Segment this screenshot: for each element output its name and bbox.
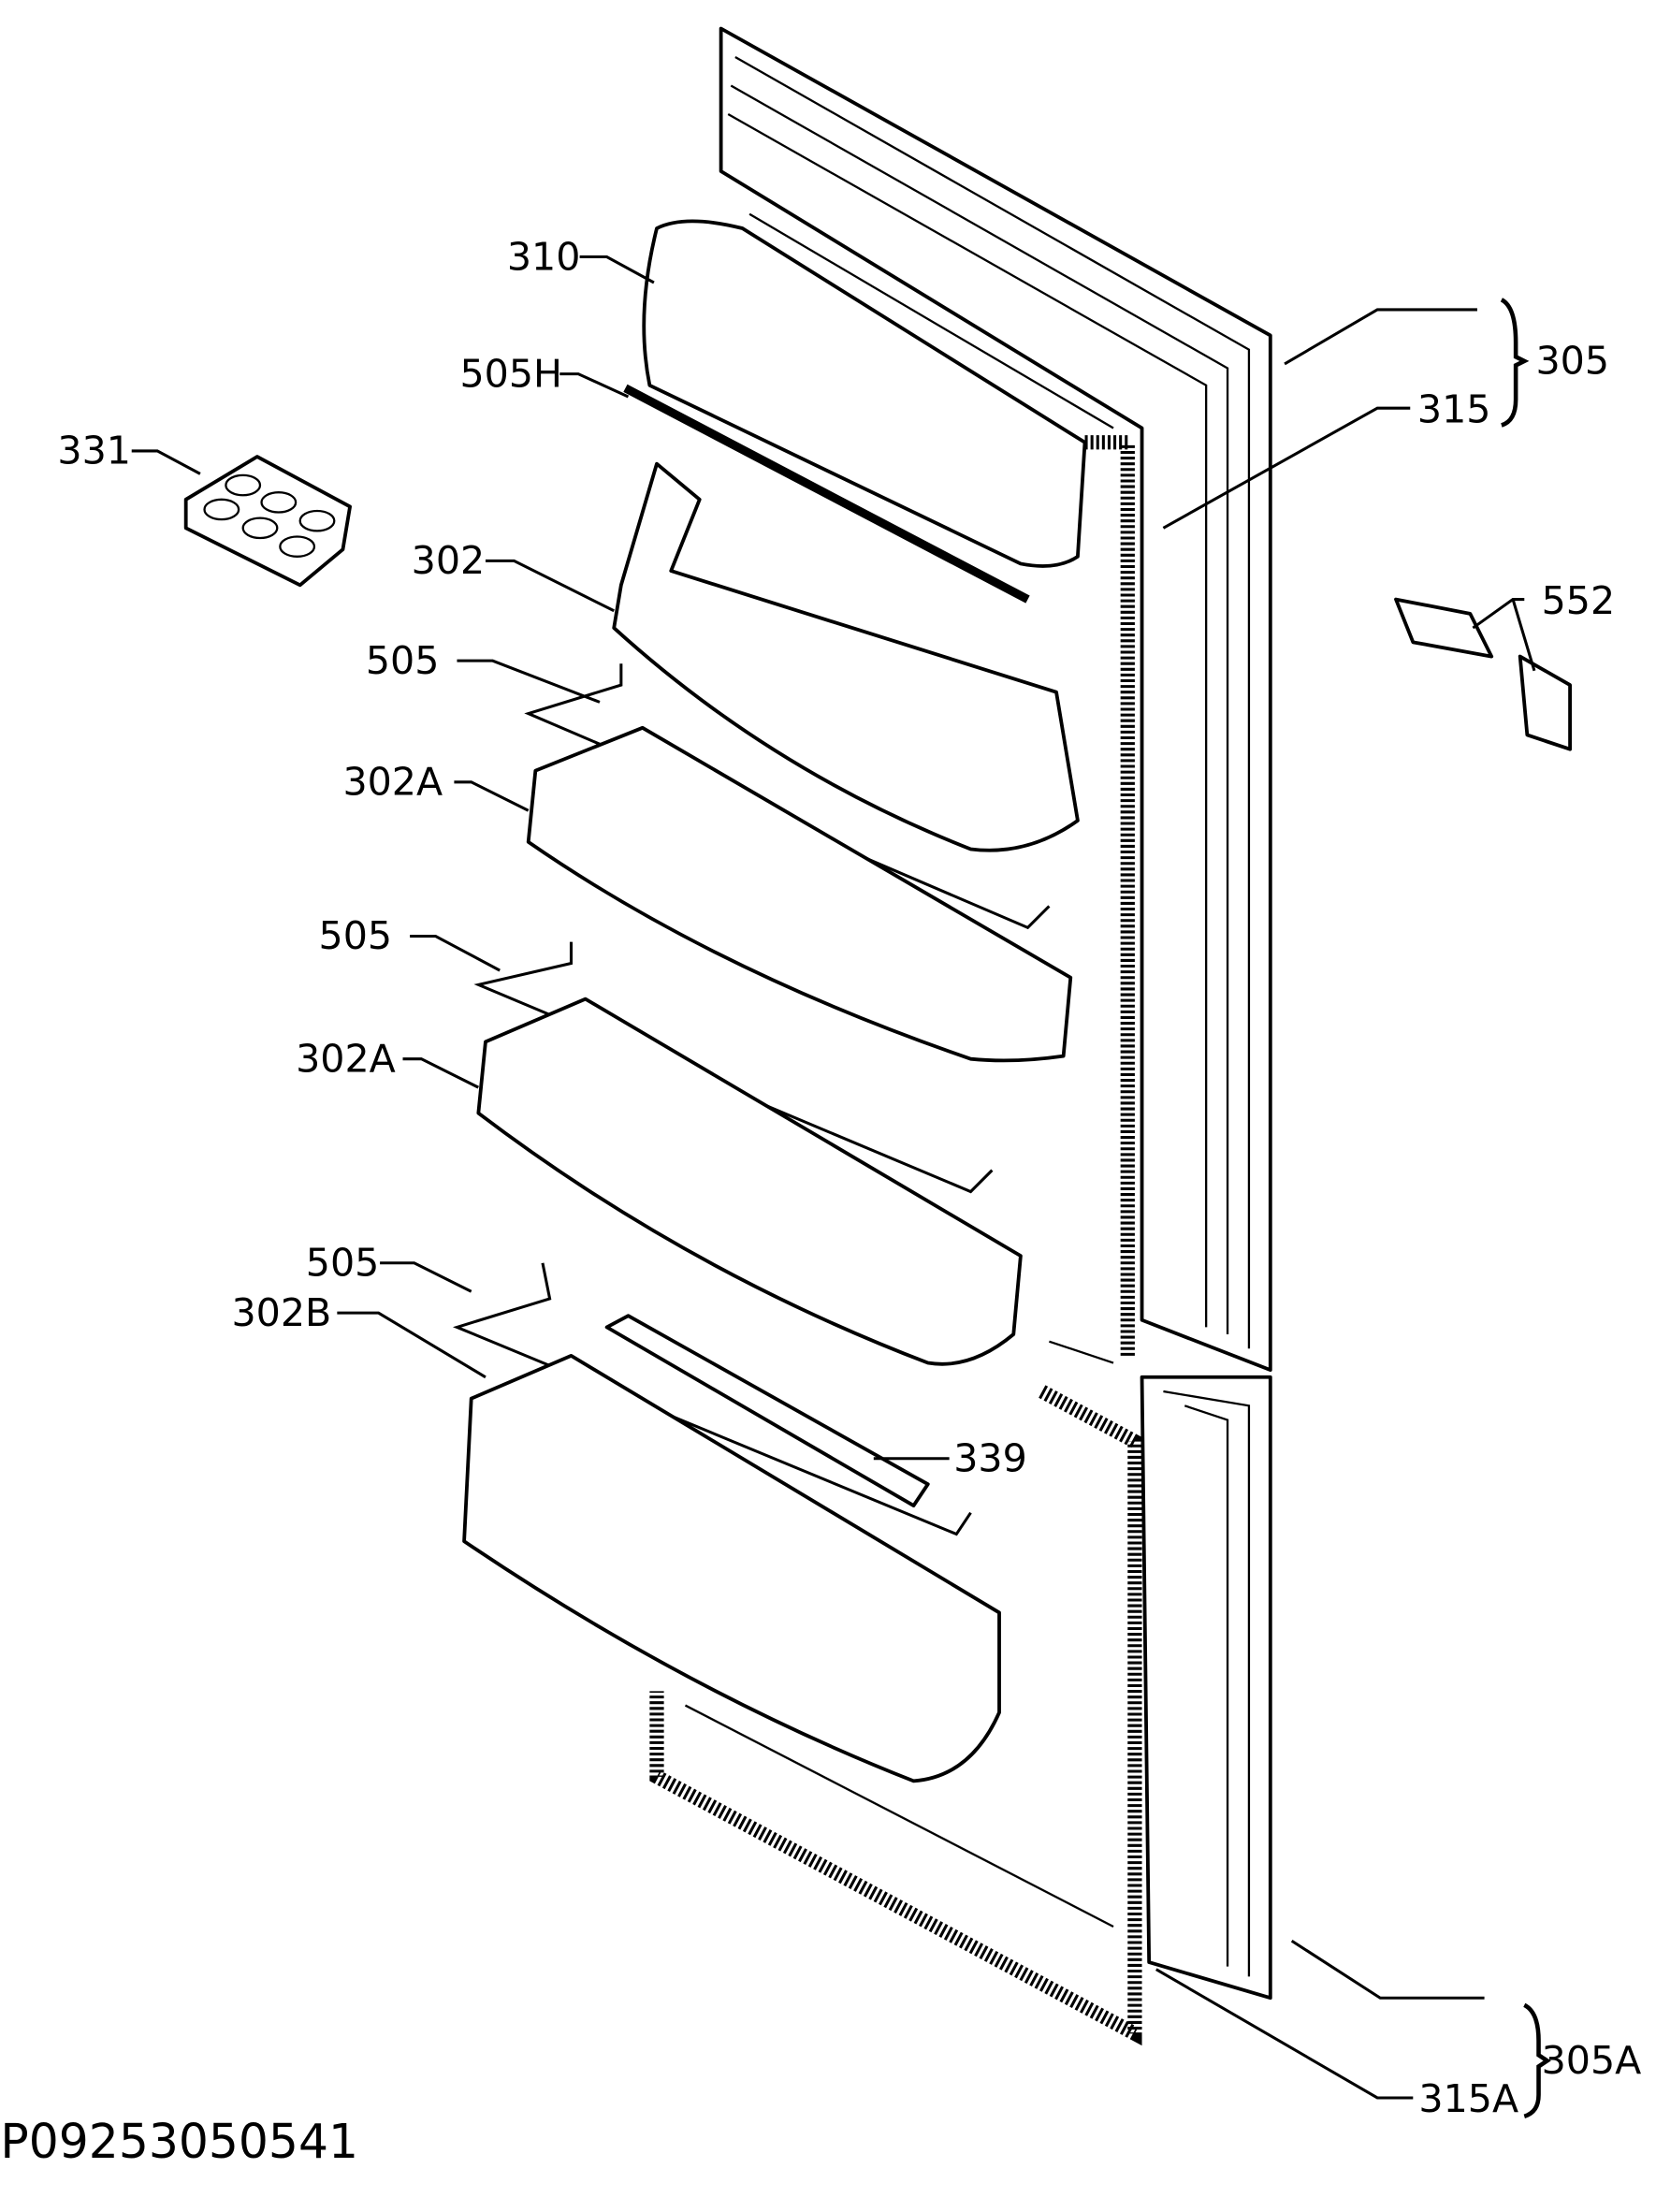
label-305a: 305A [1542, 2038, 1642, 2083]
diagram-code: P09253050541 [0, 2114, 358, 2169]
label-315a: 315A [1418, 2076, 1518, 2121]
part-505h-strip [623, 384, 1030, 604]
label-331: 331 [57, 429, 131, 473]
label-302: 302 [412, 538, 486, 583]
label-505-1: 505 [366, 638, 440, 683]
label-305: 305 [1535, 339, 1609, 384]
lower-door-305a [649, 1375, 1272, 2046]
part-310-cover [642, 219, 1087, 568]
part-302-shelf [612, 461, 1080, 852]
label-302a-1: 302A [342, 760, 443, 805]
label-310: 310 [507, 234, 581, 279]
leader-lines [131, 255, 1551, 2119]
part-331-egg-tray [183, 455, 352, 588]
part-505-rail-2 [473, 941, 994, 1194]
part-552-hinge [1394, 597, 1572, 751]
part-505-rail-3 [452, 1262, 972, 1536]
label-505h: 505H [460, 351, 563, 396]
label-505-3: 505 [306, 1240, 380, 1285]
part-302a-shelf-1 [526, 725, 1073, 1063]
part-505-rail-1 [524, 663, 1051, 930]
label-315: 315 [1417, 386, 1491, 431]
label-505-2: 505 [319, 913, 393, 958]
label-302a-2: 302A [296, 1036, 396, 1081]
label-552: 552 [1542, 578, 1616, 623]
label-339: 339 [953, 1435, 1027, 1480]
part-339-bottle-holder [604, 1314, 930, 1507]
upper-door-305 [719, 26, 1272, 1373]
label-302b: 302B [231, 1290, 331, 1335]
part-302a-shelf-2 [476, 997, 1023, 1366]
part-302b-shelf [462, 1353, 1001, 1783]
